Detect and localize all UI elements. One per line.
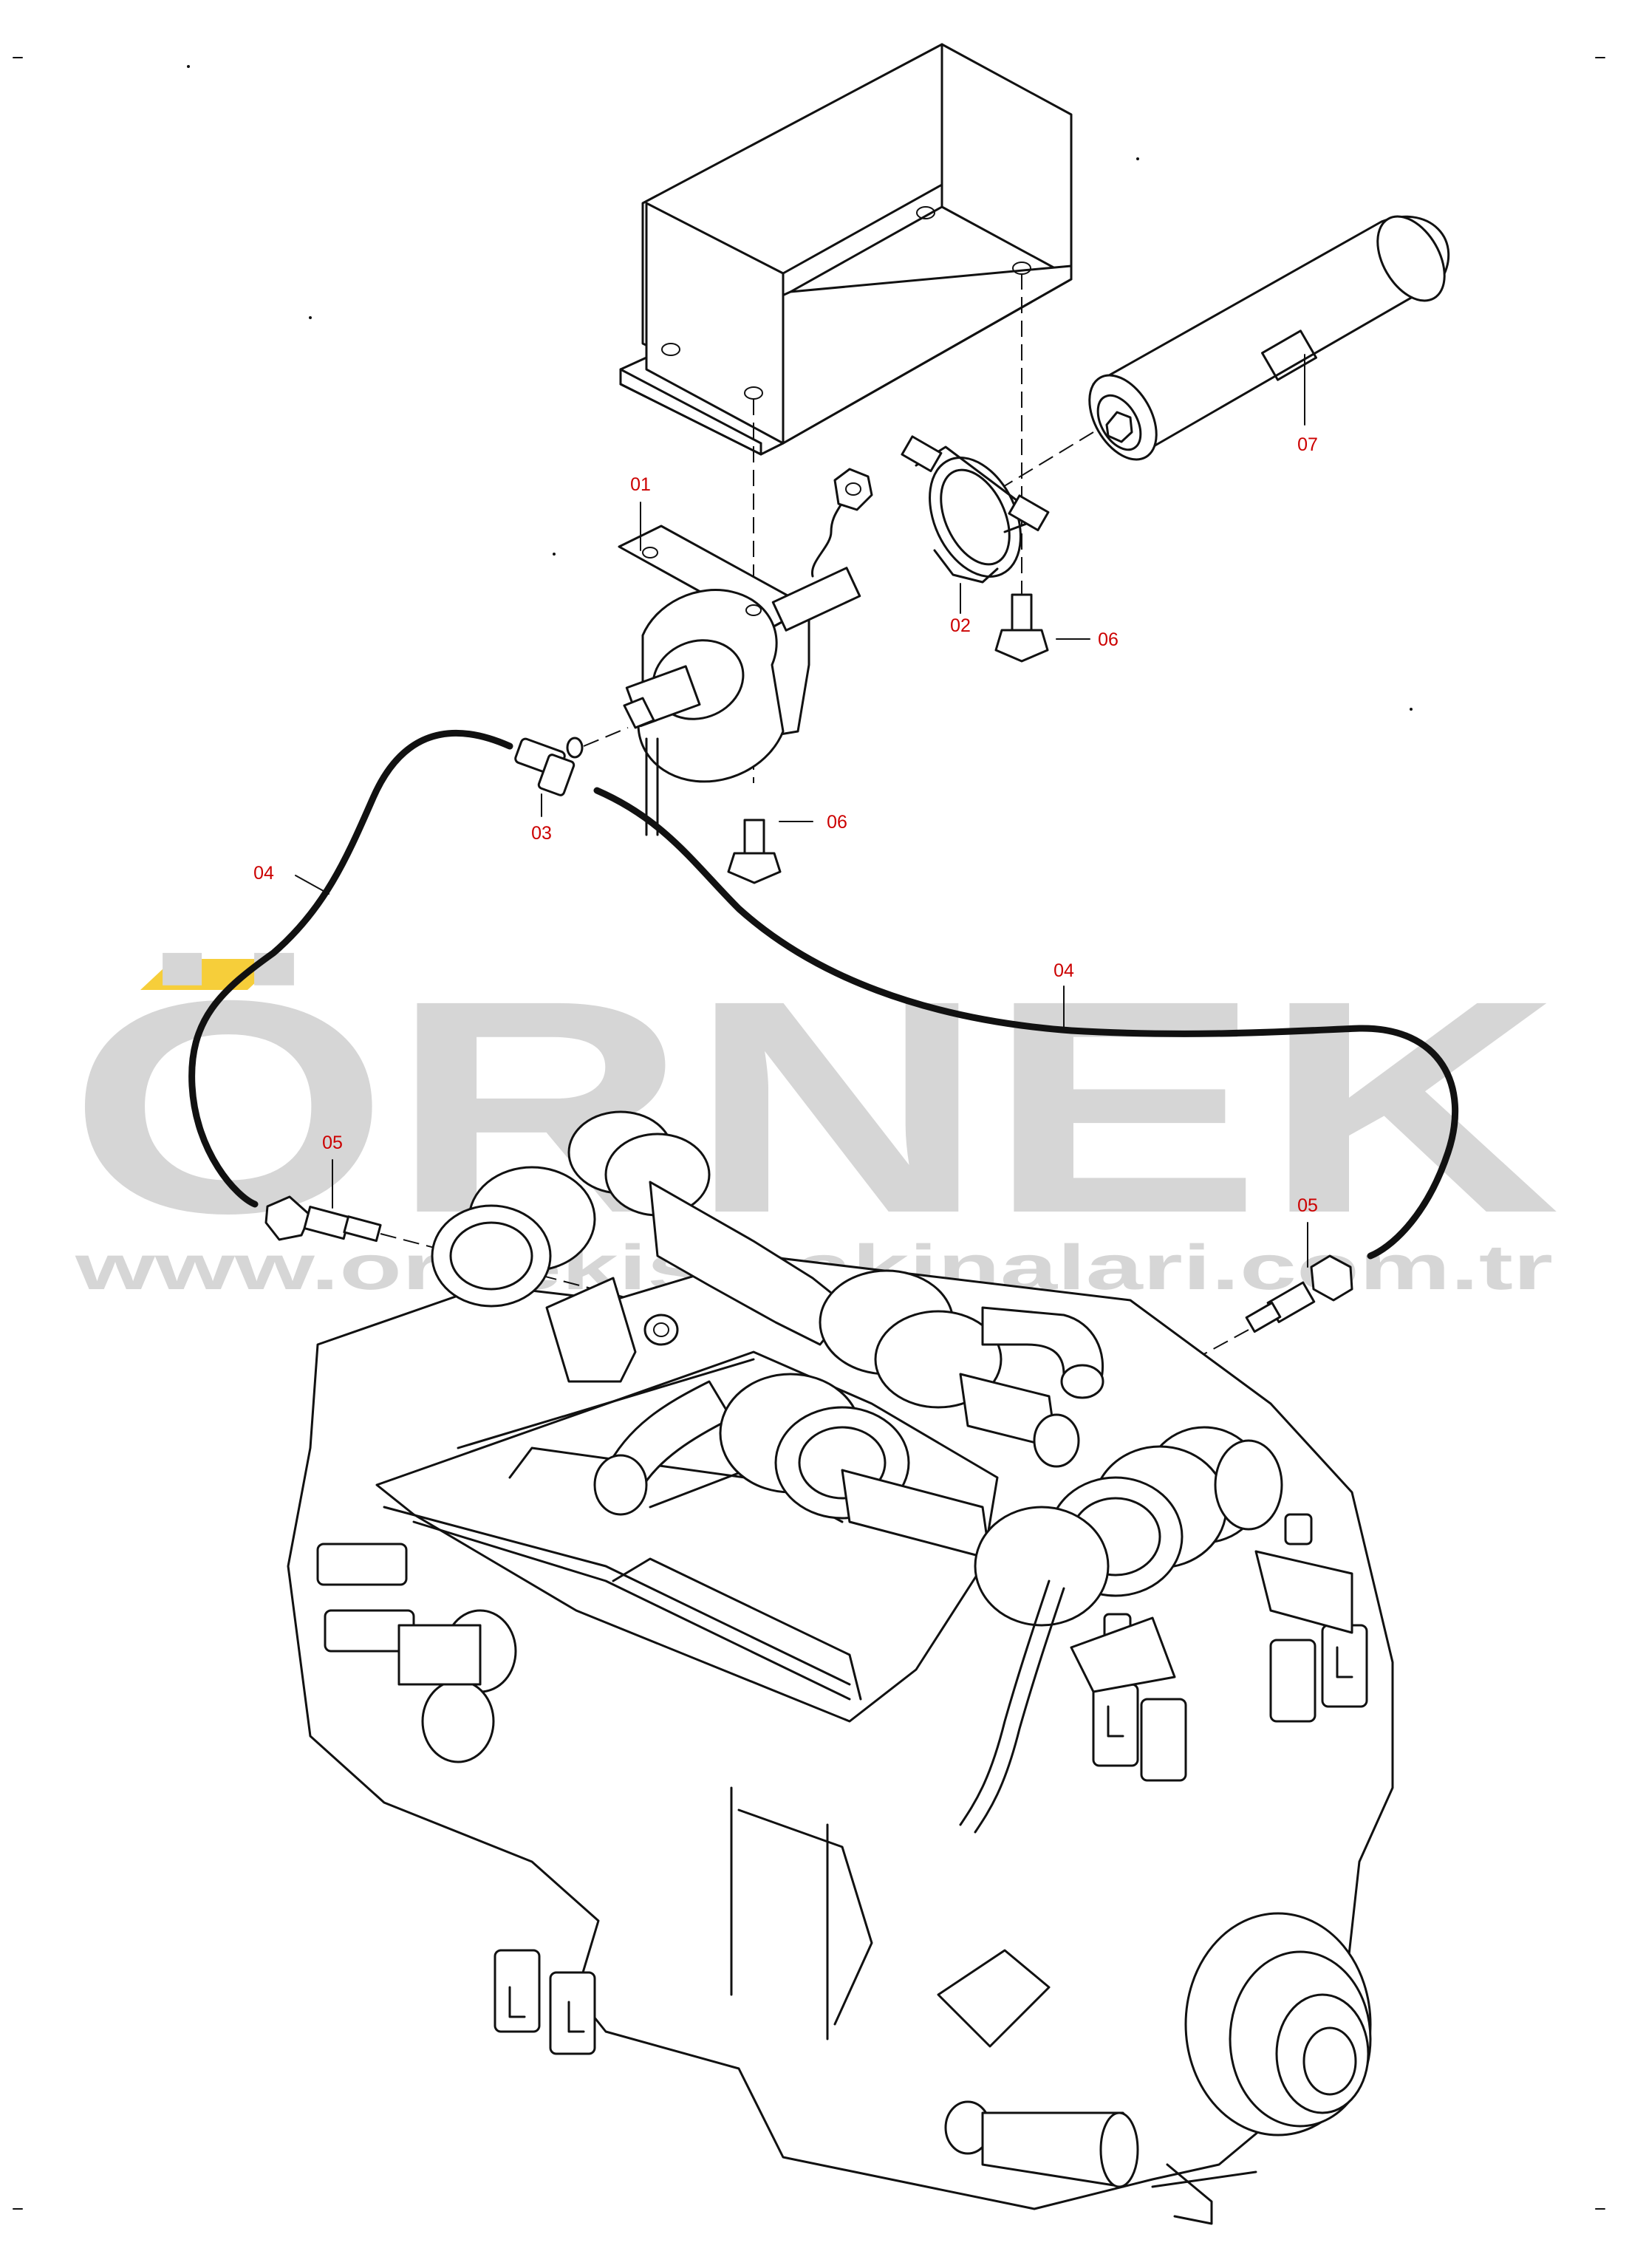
hose-left [188, 729, 513, 1208]
bolt-lower [727, 819, 782, 884]
callout-05-left: 05 [322, 1133, 343, 1153]
callouts: 01 02 03 04 04 05 05 06 06 07 [253, 434, 1318, 1216]
callout-04-right: 04 [1053, 960, 1074, 981]
engine [287, 1110, 1394, 2225]
callout-02: 02 [950, 615, 971, 636]
sensor-right [1085, 1254, 1353, 1419]
callout-03: 03 [531, 823, 552, 844]
corner-marks [13, 57, 1605, 2210]
canister [952, 215, 1450, 518]
callout-04-left: 04 [253, 863, 274, 884]
turbocharger-left [431, 1110, 851, 1383]
callout-06-lower: 06 [827, 812, 847, 833]
callout-07: 07 [1297, 434, 1318, 455]
callout-06-upper: 06 [1098, 629, 1119, 650]
hose-right [593, 787, 1459, 1260]
sender-assembly [618, 468, 873, 836]
callout-05-right: 05 [1297, 1195, 1318, 1216]
leader-lines [295, 354, 1308, 1268]
intake-pipes [593, 1269, 1104, 1560]
callout-01: 01 [630, 474, 651, 495]
filters-right [1070, 1513, 1368, 1782]
fan-drive [937, 1579, 1139, 2188]
bolt-upper [994, 593, 1049, 663]
tee-fitting [514, 727, 629, 796]
turbocharger-right [974, 1426, 1283, 1627]
hoses [188, 729, 1459, 1260]
crankshaft-pulley [1184, 1912, 1372, 2137]
watermark-accent-mark [140, 959, 281, 990]
watermark: ÖRNEK www.ornekismakinalari.com.tr [68, 937, 1560, 1303]
mounting-bracket [619, 43, 1073, 783]
hose-clamp [901, 435, 1050, 584]
filters-left [316, 1543, 596, 2055]
